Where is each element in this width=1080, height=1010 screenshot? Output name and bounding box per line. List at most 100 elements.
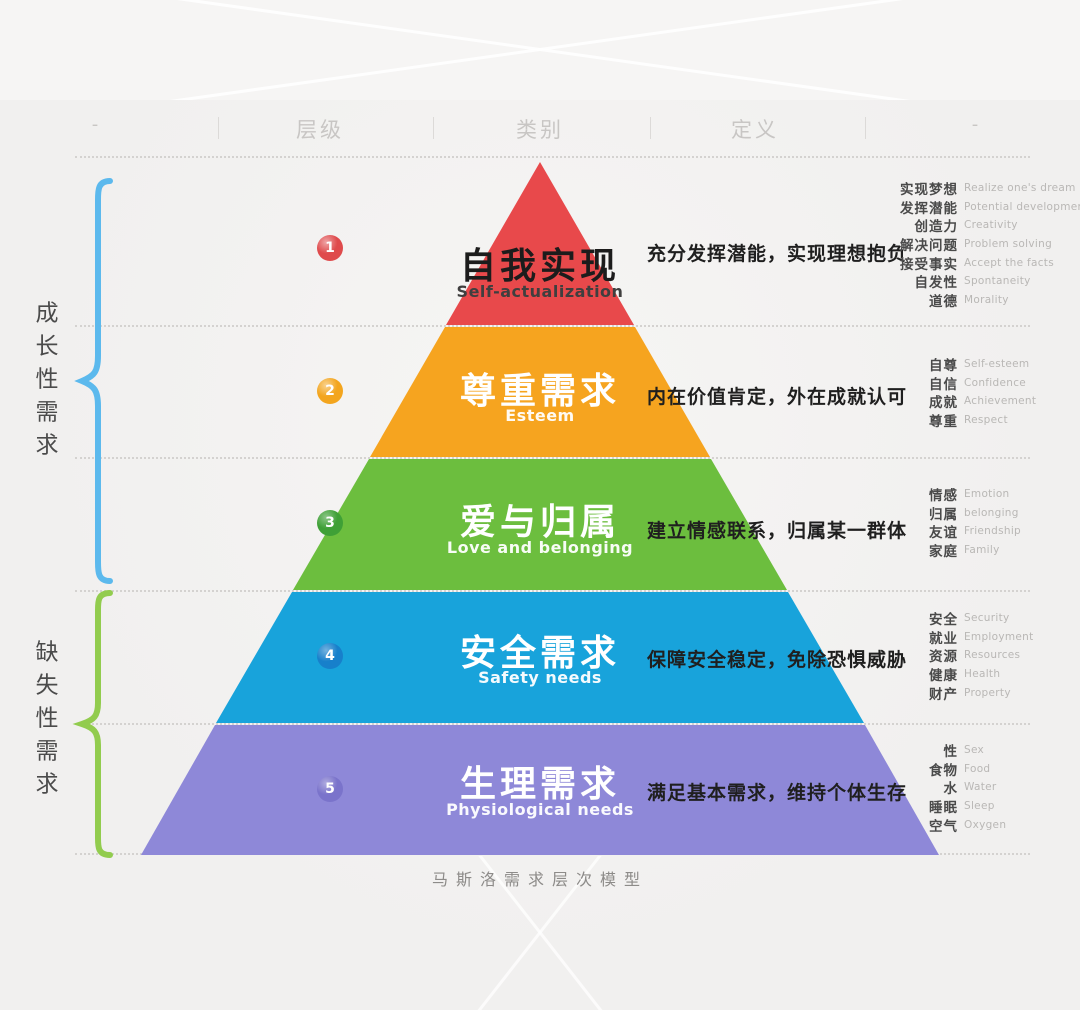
level-3-definition: 建立情感联系，归属某一群体 bbox=[647, 520, 908, 542]
item-zh: 安全 bbox=[929, 612, 958, 628]
list-item: 创造力 Creativity bbox=[790, 215, 1075, 236]
list-item: 成就 Achievement bbox=[790, 391, 1075, 412]
item-zh: 财产 bbox=[929, 686, 958, 703]
list-item: 道德 Morality bbox=[790, 290, 1075, 311]
level-4-badge: 4 bbox=[317, 643, 343, 669]
header-col-category: 类别 bbox=[516, 118, 564, 142]
level-2-subtitle: Esteem bbox=[505, 406, 575, 425]
item-en: Employment bbox=[964, 630, 1034, 643]
level-5-definition: 满足基本需求，维持个体生存 bbox=[647, 782, 908, 804]
header-separator bbox=[650, 117, 651, 139]
list-item: 归属 belonging bbox=[790, 503, 1075, 523]
item-en: Morality bbox=[964, 294, 1009, 307]
level-1-title: 自我实现 bbox=[459, 246, 620, 287]
item-zh: 友谊 bbox=[929, 525, 958, 542]
item-en: Security bbox=[964, 612, 1010, 624]
level-1-definition: 充分发挥潜能，实现理想抱负 bbox=[647, 243, 908, 265]
deficiency-needs-brace bbox=[72, 590, 113, 858]
item-en: belonging bbox=[964, 506, 1019, 519]
header-col-level: 层级 bbox=[296, 118, 344, 142]
dotted-separator bbox=[75, 723, 1030, 725]
item-zh: 性 bbox=[943, 744, 958, 760]
level-3-subtitle: Love and belonging bbox=[446, 538, 634, 557]
list-item: 家庭 Family bbox=[790, 540, 1075, 561]
list-item: 安全 Security bbox=[790, 608, 1075, 628]
item-zh: 食物 bbox=[929, 762, 958, 779]
item-zh: 空气 bbox=[929, 818, 958, 835]
level-1-badge: 1 bbox=[317, 235, 343, 261]
item-zh: 尊重 bbox=[929, 414, 958, 431]
item-en: Health bbox=[964, 668, 1001, 681]
header-separator bbox=[865, 117, 866, 139]
item-zh: 自尊 bbox=[929, 358, 958, 374]
list-item: 健康 Health bbox=[790, 664, 1075, 685]
list-item: 情感 Emotion bbox=[790, 484, 1075, 504]
level-5-subtitle: Physiological needs bbox=[446, 800, 634, 819]
item-zh: 资源 bbox=[929, 649, 958, 666]
level-5-title: 生理需求 bbox=[459, 764, 620, 805]
level-4-definition: 保障安全稳定，免除恐惧威胁 bbox=[647, 649, 908, 671]
item-en: Creativity bbox=[964, 219, 1018, 232]
item-zh: 创造力 bbox=[914, 219, 958, 236]
item-en: Accept the facts bbox=[964, 256, 1054, 269]
list-item: 自发性 Spontaneity bbox=[790, 271, 1075, 292]
item-en: Realize one's dream bbox=[964, 182, 1076, 194]
header-separator bbox=[433, 117, 434, 139]
growth-needs-brace bbox=[74, 178, 113, 584]
item-en: Sex bbox=[964, 744, 985, 756]
level-1-subtitle: Self-actualization bbox=[456, 282, 624, 301]
watermark-top bbox=[0, 0, 1080, 100]
watermark-line bbox=[0, 0, 1080, 100]
list-item: 水 Water bbox=[790, 777, 1075, 798]
item-zh: 成就 bbox=[929, 395, 958, 412]
item-zh: 家庭 bbox=[929, 544, 958, 561]
band-love-belonging bbox=[293, 459, 787, 590]
dotted-separator bbox=[75, 325, 1030, 327]
level-2-badge: 2 bbox=[317, 378, 343, 404]
item-zh: 情感 bbox=[929, 488, 958, 504]
item-zh: 睡眠 bbox=[929, 800, 958, 817]
header-dash-left: - bbox=[91, 114, 99, 135]
item-en: Sleep bbox=[964, 800, 995, 813]
item-en: Potential development bbox=[964, 200, 1080, 213]
level-5-badge: 5 bbox=[317, 776, 343, 802]
dotted-separator bbox=[75, 156, 1030, 158]
header-dash-right: - bbox=[971, 114, 979, 135]
item-en: Oxygen bbox=[964, 818, 1007, 831]
level-3-title: 爱与归属 bbox=[459, 502, 620, 543]
item-en: Self-esteem bbox=[964, 358, 1030, 370]
item-en: Food bbox=[964, 762, 991, 775]
level-2-title: 尊重需求 bbox=[459, 371, 620, 412]
item-zh: 实现梦想 bbox=[900, 182, 958, 198]
item-en: Spontaneity bbox=[964, 275, 1031, 288]
band-physiological bbox=[141, 725, 939, 855]
diagram-caption: 马斯洛需求层次模型 bbox=[431, 870, 649, 889]
dotted-separator bbox=[75, 457, 1030, 459]
item-en: Emotion bbox=[964, 488, 1010, 500]
item-en: Resources bbox=[964, 649, 1021, 662]
item-zh: 道德 bbox=[929, 294, 958, 311]
item-zh: 健康 bbox=[929, 668, 958, 685]
item-zh: 自发性 bbox=[914, 275, 958, 292]
item-zh: 水 bbox=[943, 781, 958, 798]
deficiency-needs-label: 缺失性需求 bbox=[31, 639, 57, 805]
level-4-subtitle: Safety needs bbox=[478, 668, 602, 687]
item-zh: 解决问题 bbox=[900, 238, 958, 255]
item-en: Family bbox=[964, 544, 1000, 557]
item-zh: 归属 bbox=[929, 506, 958, 523]
item-en: Achievement bbox=[964, 395, 1037, 408]
level-5-items: 性 Sex 食物 Food 水 Water 睡眠 Sleep 空气 Oxygen bbox=[790, 740, 1075, 835]
item-en: Water bbox=[964, 781, 997, 794]
